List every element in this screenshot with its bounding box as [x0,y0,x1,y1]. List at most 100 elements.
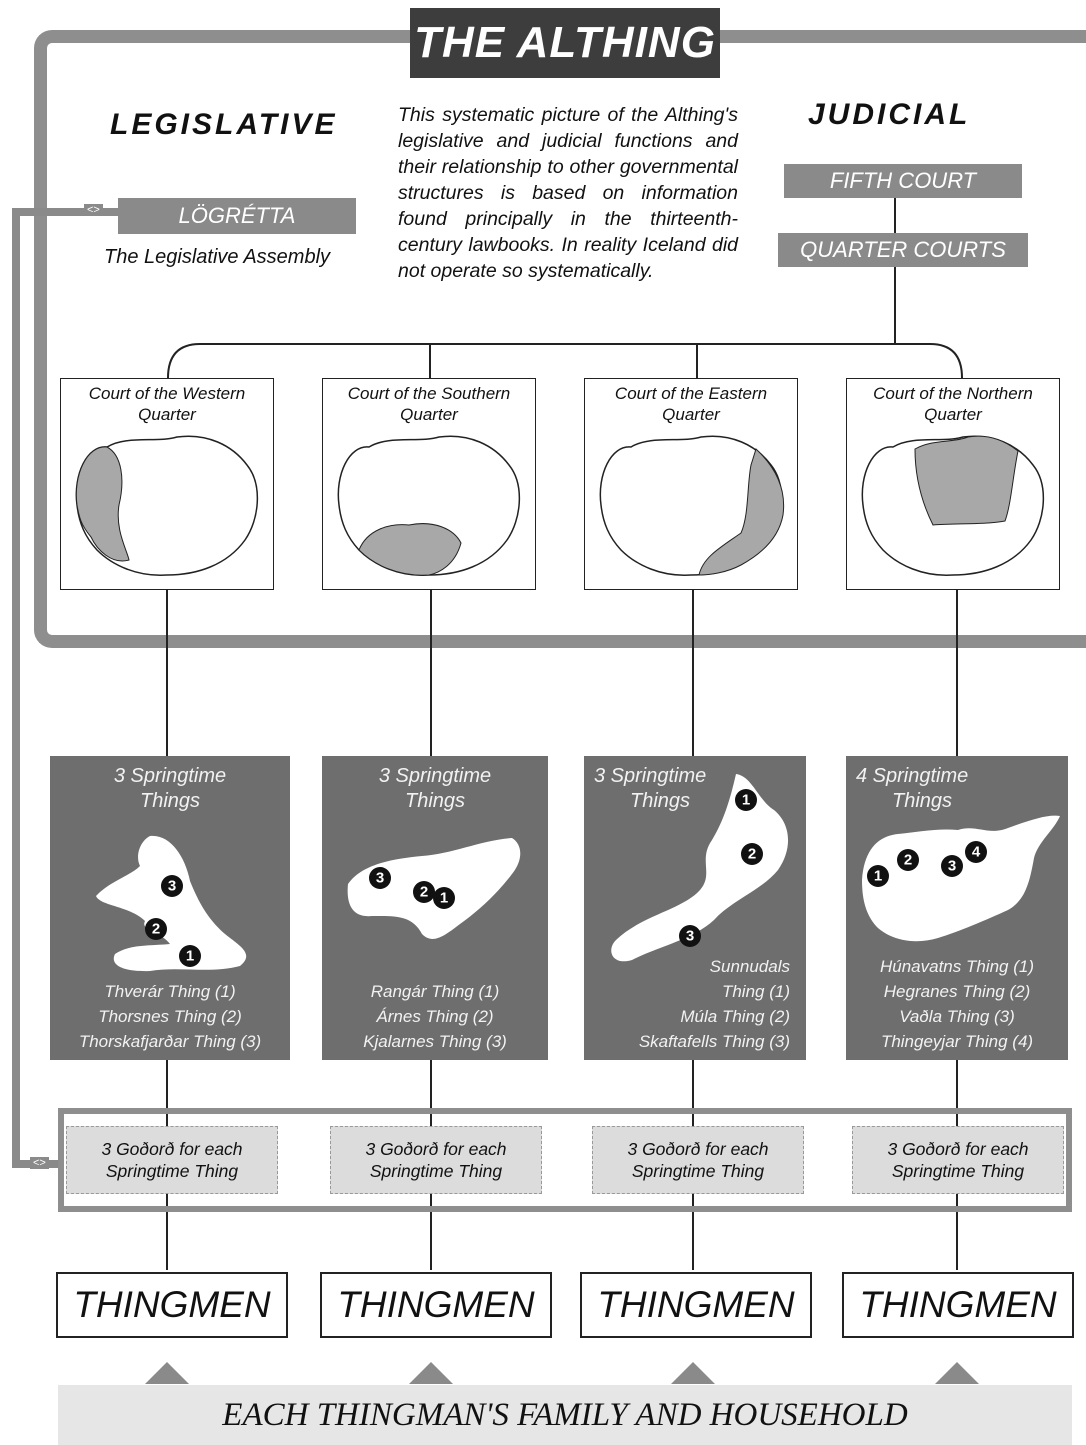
thing-marker: 2 [897,849,919,871]
judicial-heading: JUDICIAL [808,98,971,131]
thingmen-north: THINGMEN [842,1272,1074,1338]
connector-east-court-spring [692,590,694,758]
godord-line2: Springtime Thing [891,1161,1025,1181]
iceland-map-east-highlight [599,435,785,576]
north-quarter-map: 1 2 3 4 [862,815,1060,942]
thing-marker: 1 [735,789,757,811]
courts-bracket [167,343,963,379]
double-arrow-icon: <> [30,1157,49,1169]
iceland-map-south-highlight [337,435,520,576]
court-title-line1: Court of the Northern [873,384,1033,403]
thing-name: Árnes Thing (2) [376,1007,494,1026]
up-arrow-icon [671,1362,715,1384]
connector-north-court-spring [956,590,958,758]
court-title-line2: Quarter [924,405,982,424]
springtime-list-west: Thverár Thing (1) Thorsnes Thing (2) Tho… [50,979,290,1054]
quarter-courts-connector [894,267,896,343]
springtime-list-north: Húnavatns Thing (1) Hegranes Thing (2) V… [846,954,1068,1054]
thing-marker: 3 [369,867,391,889]
iceland-map-north-highlight [861,435,1044,576]
court-title-line2: Quarter [400,405,458,424]
fifth-to-quarter-connector [894,198,896,234]
logretta-label: LÖGRÉTTA [178,203,296,228]
fifth-court-box: FIFTH COURT [784,164,1022,198]
althing-frame [34,30,1086,648]
double-arrow-icon: <> [84,204,103,216]
thing-name: Thorsnes Thing (2) [98,1007,242,1026]
svg-text:2: 2 [152,921,160,938]
springtime-list-east: Sunnudals Thing (1) Múla Thing (2) Skaft… [584,954,790,1054]
court-title-line2: Quarter [138,405,196,424]
svg-text:3: 3 [376,870,384,887]
thing-marker: 2 [145,918,167,940]
thingmen-south: THINGMEN [320,1272,552,1338]
spring-title-line2: Things [139,790,201,812]
east-quarter-map: 1 2 3 [611,774,789,962]
thing-name: Vaðla Thing (3) [899,1007,1015,1026]
svg-text:4: 4 [972,844,981,861]
springtime-list-south: Rangár Thing (1) Árnes Thing (2) Kjalarn… [322,979,548,1054]
thing-name: Thing (1) [721,982,790,1001]
thing-marker: 4 [965,841,987,863]
fifth-court-label: FIFTH COURT [829,168,977,193]
spring-title-line1: 4 Springtime [856,765,969,787]
spring-title-line1: 3 Springtime [378,765,492,787]
godord-line2: Springtime Thing [631,1161,765,1181]
quarter-courts-box: QUARTER COURTS [778,233,1028,267]
godord-line1: 3 Goðorð for each [887,1139,1029,1159]
spring-title-line2: Things [630,790,691,812]
svg-text:3: 3 [686,928,694,945]
svg-text:3: 3 [168,878,176,895]
thing-name: Múla Thing (2) [680,1007,790,1026]
up-arrow-icon [409,1362,453,1384]
legislative-assembly-subtitle: The Legislative Assembly [104,246,331,268]
quarter-courts-label: QUARTER COURTS [800,237,1006,262]
svg-text:2: 2 [748,846,756,863]
west-quarter-map: 3 2 1 [96,835,247,972]
thing-name: Húnavatns Thing (1) [879,957,1035,976]
thing-marker: 3 [679,925,701,947]
thing-name: Skaftafells Thing (3) [638,1032,790,1051]
connector-south-court-spring [430,590,432,758]
court-title-line2: Quarter [662,405,720,424]
svg-text:1: 1 [874,868,882,885]
legislative-feedback-top [12,208,120,216]
thing-name: Thingeyjar Thing (4) [880,1032,1034,1051]
svg-text:2: 2 [420,884,428,901]
spring-title-line2: Things [404,790,466,812]
godord-line1: 3 Goðorð for each [627,1139,769,1159]
diagram-title: THE ALTHING [410,8,720,78]
svg-text:1: 1 [186,948,194,965]
godord-line1: 3 Goðorð for each [101,1139,243,1159]
thing-name: Hegranes Thing (2) [883,982,1031,1001]
up-arrow-icon [935,1362,979,1384]
thing-name: Sunnudals [709,957,790,976]
thing-marker: 1 [867,865,889,887]
thing-name: Kjalarnes Thing (3) [363,1032,507,1051]
court-title-line1: Court of the Western [88,384,246,403]
spring-title-line1: 3 Springtime [594,765,707,787]
thing-name: Thorskafjarðar Thing (3) [78,1032,262,1051]
iceland-map-west-highlight [75,435,258,576]
godord-line2: Springtime Thing [105,1161,239,1181]
thing-marker: 2 [413,881,435,903]
thing-name: Thverár Thing (1) [104,982,236,1001]
thing-marker: 1 [179,945,201,967]
court-title-line1: Court of the Eastern [614,384,768,403]
court-title-line1: Court of the Southern [347,384,511,403]
up-arrow-icon [145,1362,189,1384]
connector-west-court-spring [166,590,168,758]
south-quarter-map: 3 2 1 [347,838,521,939]
thing-name: Rangár Thing (1) [370,982,500,1001]
godord-line1: 3 Goðorð for each [365,1139,507,1159]
